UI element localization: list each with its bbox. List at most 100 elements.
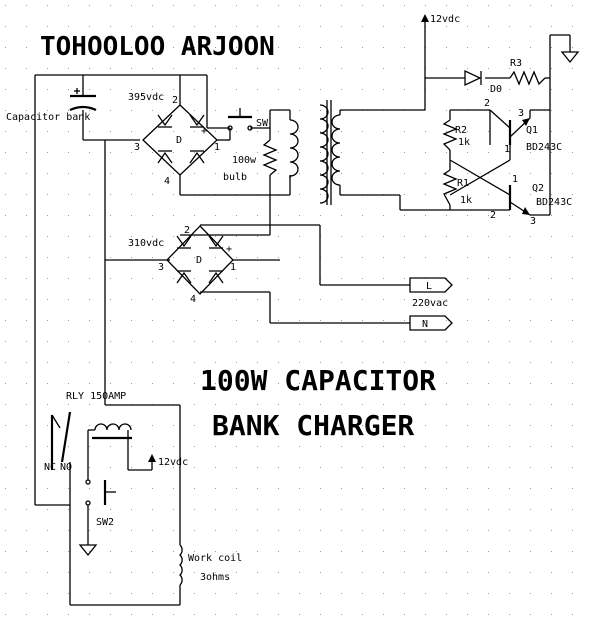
grid-dot <box>341 68 342 69</box>
bulb-watt-label: 100w <box>232 155 257 166</box>
grid-dot <box>215 362 216 363</box>
grid-dot <box>362 446 363 447</box>
grid-dot <box>530 68 531 69</box>
grid-dot <box>236 383 237 384</box>
grid-dot <box>152 446 153 447</box>
grid-dot <box>572 278 573 279</box>
connector-l-label: L <box>426 281 432 292</box>
grid-dot <box>383 488 384 489</box>
grid-dot <box>236 614 237 615</box>
capacitor-bank-symbol <box>69 88 97 112</box>
grid-dot <box>215 572 216 573</box>
grid-dot <box>194 467 195 468</box>
grid-dot <box>131 5 132 6</box>
grid-dot <box>89 362 90 363</box>
grid-dot <box>47 593 48 594</box>
grid-dot <box>446 593 447 594</box>
grid-dot <box>173 530 174 531</box>
grid-dot <box>47 299 48 300</box>
grid-dot <box>257 404 258 405</box>
grid-dot <box>68 404 69 405</box>
grid-dot <box>236 278 237 279</box>
grid-dot <box>572 110 573 111</box>
grid-dot <box>362 551 363 552</box>
grid-dot <box>488 236 489 237</box>
grid-dot <box>362 173 363 174</box>
grid-dot <box>215 404 216 405</box>
grid-dot <box>341 509 342 510</box>
pin-label: 3 <box>518 108 524 119</box>
grid-dot <box>362 5 363 6</box>
grid-dot <box>173 152 174 153</box>
grid-dot <box>551 299 552 300</box>
vcc-symbol-top <box>421 14 429 22</box>
grid-dot <box>110 278 111 279</box>
grid-dot <box>362 614 363 615</box>
grid-dot <box>278 173 279 174</box>
grid-dot <box>488 89 489 90</box>
grid-dot <box>194 551 195 552</box>
grid-dot <box>173 509 174 510</box>
grid-dot <box>341 173 342 174</box>
grid-dot <box>488 362 489 363</box>
voltage-310-label: 310vdc <box>128 238 164 249</box>
grid-dot <box>551 572 552 573</box>
grid-dot <box>89 257 90 258</box>
grid-dot <box>215 593 216 594</box>
grid-dot <box>299 404 300 405</box>
grid-dot <box>194 26 195 27</box>
grid-dot <box>488 488 489 489</box>
plus-label: + <box>226 244 232 255</box>
grid-dot <box>530 320 531 321</box>
grid-dot <box>110 215 111 216</box>
grid-dot <box>299 572 300 573</box>
grid-dot <box>257 551 258 552</box>
grid-dot <box>131 572 132 573</box>
grid-dot <box>173 383 174 384</box>
grid-dot <box>152 236 153 237</box>
grid-dot <box>89 173 90 174</box>
grid-dot <box>110 89 111 90</box>
grid-dot <box>215 467 216 468</box>
grid-dot <box>488 257 489 258</box>
pin-label: 2 <box>184 225 190 236</box>
grid-dot <box>425 257 426 258</box>
grid-dot <box>572 152 573 153</box>
grid-dot <box>299 110 300 111</box>
grid-dot <box>530 425 531 426</box>
grid-dot <box>446 278 447 279</box>
pin-label: 1 <box>230 262 236 273</box>
grid-dot <box>278 257 279 258</box>
grid-dot <box>89 572 90 573</box>
grid-dot <box>509 320 510 321</box>
grid-dot <box>47 362 48 363</box>
grid-dot <box>152 89 153 90</box>
d0-label: D0 <box>490 84 502 95</box>
grid-dot <box>257 131 258 132</box>
grid-dot <box>362 320 363 321</box>
grid-dot <box>509 68 510 69</box>
grid-dot <box>488 404 489 405</box>
grid-dot <box>404 131 405 132</box>
grid-dot <box>467 68 468 69</box>
grid-dot <box>68 89 69 90</box>
grid-dot <box>404 509 405 510</box>
grid-dot <box>299 278 300 279</box>
grid-dot <box>131 362 132 363</box>
grid-dot <box>509 488 510 489</box>
grid-dot <box>530 404 531 405</box>
grid-dot <box>572 236 573 237</box>
grid-dot <box>299 446 300 447</box>
grid-dot <box>173 68 174 69</box>
connector-l <box>409 277 453 293</box>
grid-dot <box>194 341 195 342</box>
grid-dot <box>467 236 468 237</box>
grid-dot <box>236 47 237 48</box>
grid-dot <box>215 446 216 447</box>
grid-dot <box>68 446 69 447</box>
grid-dot <box>152 5 153 6</box>
grid-dot <box>530 89 531 90</box>
grid-dot <box>425 215 426 216</box>
grid-dot <box>26 320 27 321</box>
